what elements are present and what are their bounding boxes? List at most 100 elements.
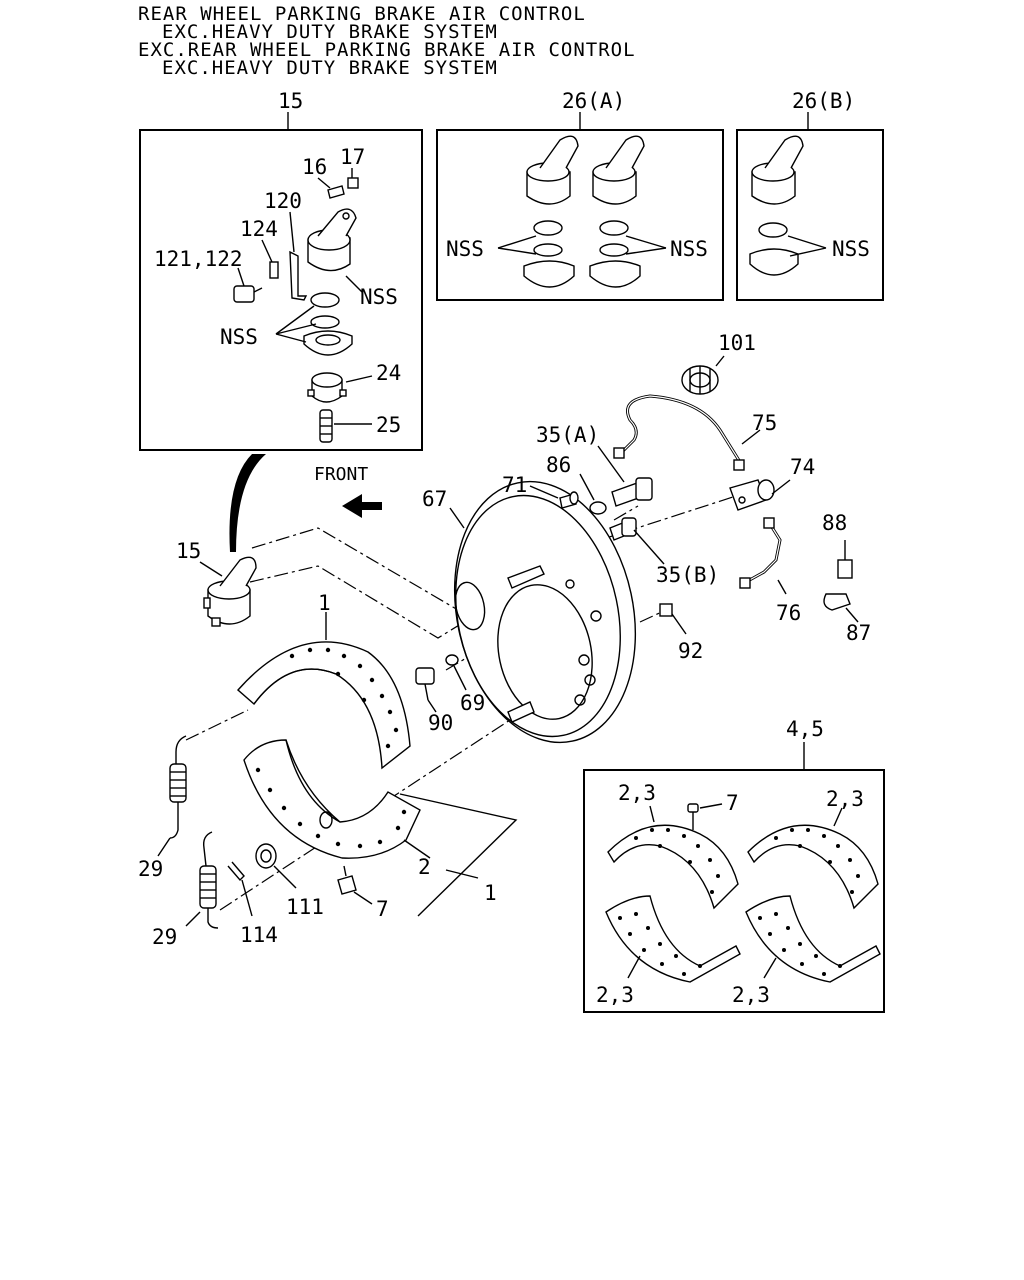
callout-2-3-b: 2,3	[826, 787, 864, 811]
callout-75: 75	[752, 411, 777, 435]
bolt-16-part	[327, 185, 345, 199]
header-line-2: EXC.HEAVY DUTY BRAKE SYSTEM	[162, 21, 498, 43]
callout-111: 111	[286, 895, 324, 919]
nut-92-part	[659, 603, 673, 617]
rivet-7-part	[337, 865, 357, 895]
nss-label-15b: NSS	[220, 325, 258, 349]
bolt-90-part	[415, 667, 435, 701]
callout-29-b: 29	[152, 925, 177, 949]
seal-set-part	[303, 292, 353, 356]
front-arrow-icon	[342, 494, 382, 518]
callout-2-3-c: 2,3	[596, 983, 634, 1007]
washer-86-part	[589, 501, 607, 515]
backing-plate-67	[453, 480, 637, 744]
callout-92: 92	[678, 639, 703, 663]
callout-1-top: 1	[318, 591, 331, 615]
callout-17: 17	[340, 145, 365, 169]
inset-box-4-5: 4,5	[583, 717, 885, 1013]
bolt-88-part	[837, 540, 853, 579]
callout-35b: 35(B)	[656, 563, 719, 587]
hose-75	[613, 394, 745, 471]
callout-16: 16	[302, 155, 327, 179]
inset-box-26a: 26(A) NSS NSS	[436, 89, 724, 301]
callout-4-5: 4,5	[786, 717, 824, 741]
leader-1-bracket	[399, 793, 518, 917]
callout-1: 1	[484, 881, 497, 905]
bolt-35b-part	[609, 517, 637, 541]
clip-87-part	[823, 593, 851, 611]
callout-2-3-d: 2,3	[732, 983, 770, 1007]
callout-71: 71	[502, 473, 527, 497]
kit-shoe-lining-bottom-right	[745, 895, 881, 983]
bolt-35a-part	[611, 477, 653, 507]
nut-17-part	[347, 177, 359, 189]
callout-86: 86	[546, 453, 571, 477]
return-spring-29-upper	[169, 735, 187, 839]
clip-101-part	[681, 365, 719, 395]
guide-line-9	[219, 719, 511, 911]
clip-120-part	[289, 250, 308, 301]
callout-15: 15	[176, 539, 201, 563]
callout-29-a: 29	[138, 857, 163, 881]
brake-shoe-lower	[243, 739, 421, 859]
callout-120: 120	[264, 189, 302, 213]
callout-2-3-a: 2,3	[618, 781, 656, 805]
nss-label-26a-left: NSS	[446, 237, 484, 261]
adjuster-111-part	[255, 843, 277, 869]
callout-26b: 26(B)	[792, 89, 855, 113]
callout-74: 74	[790, 455, 815, 479]
callout-35a: 35(A)	[536, 423, 599, 447]
callout-87: 87	[846, 621, 871, 645]
brake-shoe-upper	[237, 641, 411, 770]
guide-line-3	[599, 495, 737, 541]
callout-69: 69	[460, 691, 485, 715]
kit-shoe-lining-bottom-left	[605, 895, 741, 983]
brake-chamber-part	[307, 208, 357, 272]
fitting-71-part	[559, 491, 579, 509]
callout-26a: 26(A)	[562, 89, 625, 113]
header-line-3: EXC.REAR WHEEL PARKING BRAKE AIR CONTROL	[138, 39, 636, 61]
plate-124-part	[269, 261, 279, 279]
callout-114: 114	[240, 923, 278, 947]
header-line-1: REAR WHEEL PARKING BRAKE AIR CONTROL	[138, 3, 586, 25]
callout-101: 101	[718, 331, 756, 355]
callout-90: 90	[428, 711, 453, 735]
chamber-26a-left	[523, 135, 579, 288]
curved-arrow-shape	[229, 454, 266, 552]
pin-114-part	[227, 861, 245, 882]
callout-121-122: 121,122	[154, 247, 243, 271]
callout-15-box: 15	[278, 89, 303, 113]
return-spring-29-lower	[199, 831, 219, 929]
callout-7: 7	[376, 897, 389, 921]
nss-label-15: NSS	[360, 285, 398, 309]
callout-88: 88	[822, 511, 847, 535]
part-25-spring	[319, 409, 333, 443]
callout-2: 2	[418, 855, 431, 879]
callout-124: 124	[240, 217, 278, 241]
kit-rivet-7	[687, 803, 699, 830]
kit-shoe-lining-top-left	[607, 824, 739, 910]
pipe-76	[739, 517, 782, 589]
callout-67: 67	[422, 487, 447, 511]
guide-line-8	[185, 709, 249, 741]
chamber-26a-right	[589, 135, 645, 288]
part-24-hub	[307, 372, 347, 403]
chamber-26b	[749, 135, 804, 276]
washer-69-part	[445, 654, 459, 666]
diagram-header: REAR WHEEL PARKING BRAKE AIR CONTROL EXC…	[138, 3, 636, 79]
guide-line-2	[249, 565, 501, 639]
header-line-4: EXC.HEAVY DUTY BRAKE SYSTEM	[162, 57, 498, 79]
front-label: FRONT	[314, 464, 368, 485]
bracket-74-part	[729, 479, 775, 511]
bolt-121-122-part	[233, 285, 263, 303]
callout-25: 25	[376, 413, 401, 437]
inset-box-26b: 26(B) NSS	[736, 89, 884, 301]
nss-label-26b: NSS	[832, 237, 870, 261]
kit-shoe-lining-top-right	[747, 824, 879, 910]
callout-7-kit: 7	[726, 791, 739, 815]
guide-line-1	[251, 527, 459, 611]
nss-label-26a-right: NSS	[670, 237, 708, 261]
callout-24: 24	[376, 361, 401, 385]
guide-line-4	[613, 505, 639, 521]
